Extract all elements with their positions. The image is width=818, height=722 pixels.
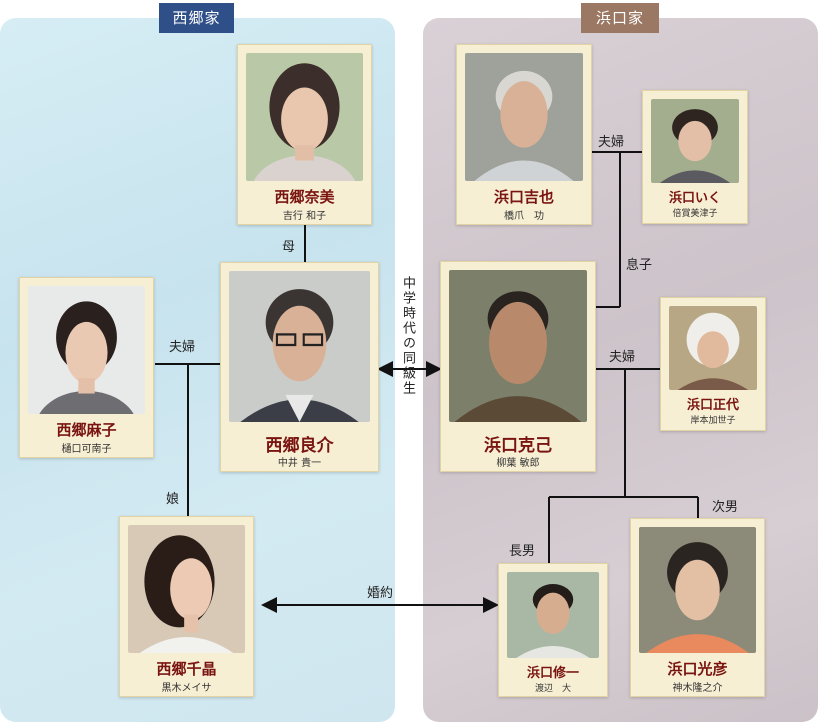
photo-saigo-mako — [28, 286, 145, 414]
actor-hamaguchi-katsumi: 柳葉 敏郎 — [441, 454, 595, 469]
actor-hamaguchi-iku: 倍賞美津子 — [643, 206, 747, 219]
photo-saigo-nami — [246, 53, 363, 181]
card-saigo-mako[interactable]: 西郷麻子 樋口可南子 — [19, 277, 154, 458]
actor-hamaguchi-yoshiya: 橋爪 功 — [457, 207, 591, 222]
photo-hamaguchi-mitsuhiko — [639, 527, 756, 653]
name-saigo-ryosuke: 西郷良介 — [221, 431, 378, 456]
actor-saigo-mako: 樋口可南子 — [20, 440, 153, 455]
name-saigo-mako: 西郷麻子 — [20, 419, 153, 440]
card-saigo-chiaki[interactable]: 西郷千晶 黒木メイサ — [119, 516, 254, 697]
actor-hamaguchi-shuichi: 渡辺 大 — [499, 681, 607, 694]
card-hamaguchi-masayo[interactable]: 浜口正代 岸本加世子 — [660, 297, 766, 431]
name-hamaguchi-shuichi: 浜口修一 — [499, 662, 607, 681]
name-hamaguchi-katsumi: 浜口克己 — [441, 431, 595, 456]
card-hamaguchi-yoshiya[interactable]: 浜口吉也 橋爪 功 — [456, 44, 592, 225]
relation-couple-katsumi: 夫婦 — [609, 346, 635, 365]
relation-second-son: 次男 — [712, 496, 738, 515]
actor-saigo-nami: 吉行 和子 — [238, 207, 371, 222]
photo-saigo-chiaki — [128, 525, 245, 653]
actor-hamaguchi-masayo: 岸本加世子 — [661, 413, 765, 426]
relation-classmates: 中学時代の同級生 — [398, 276, 417, 396]
relation-mother: 母 — [282, 236, 295, 255]
relation-couple-saigo: 夫婦 — [169, 336, 195, 355]
relation-eldest-son: 長男 — [509, 540, 535, 559]
name-hamaguchi-yoshiya: 浜口吉也 — [457, 186, 591, 207]
photo-hamaguchi-katsumi — [449, 270, 587, 422]
name-saigo-chiaki: 西郷千晶 — [120, 658, 253, 679]
photo-hamaguchi-yoshiya — [465, 53, 583, 181]
actor-saigo-ryosuke: 中井 貴一 — [221, 454, 378, 469]
card-hamaguchi-shuichi[interactable]: 浜口修一 渡辺 大 — [498, 563, 608, 697]
name-hamaguchi-mitsuhiko: 浜口光彦 — [631, 658, 764, 679]
name-hamaguchi-masayo: 浜口正代 — [661, 394, 765, 413]
photo-hamaguchi-shuichi — [507, 572, 599, 658]
actor-saigo-chiaki: 黒木メイサ — [120, 679, 253, 694]
photo-hamaguchi-iku — [651, 99, 739, 183]
card-hamaguchi-katsumi[interactable]: 浜口克己 柳葉 敏郎 — [440, 261, 596, 472]
name-saigo-nami: 西郷奈美 — [238, 186, 371, 207]
card-hamaguchi-iku[interactable]: 浜口いく 倍賞美津子 — [642, 90, 748, 224]
relation-son: 息子 — [626, 254, 652, 273]
card-saigo-ryosuke[interactable]: 西郷良介 中井 貴一 — [220, 262, 379, 472]
card-saigo-nami[interactable]: 西郷奈美 吉行 和子 — [237, 44, 372, 225]
photo-saigo-ryosuke — [229, 271, 370, 422]
card-hamaguchi-mitsuhiko[interactable]: 浜口光彦 神木隆之介 — [630, 518, 765, 697]
photo-hamaguchi-masayo — [669, 306, 757, 390]
name-hamaguchi-iku: 浜口いく — [643, 187, 747, 206]
relation-daughter: 娘 — [166, 488, 179, 507]
relation-engaged: 婚約 — [367, 582, 393, 601]
actor-hamaguchi-mitsuhiko: 神木隆之介 — [631, 679, 764, 694]
relation-couple-yoshiya: 夫婦 — [598, 131, 624, 150]
